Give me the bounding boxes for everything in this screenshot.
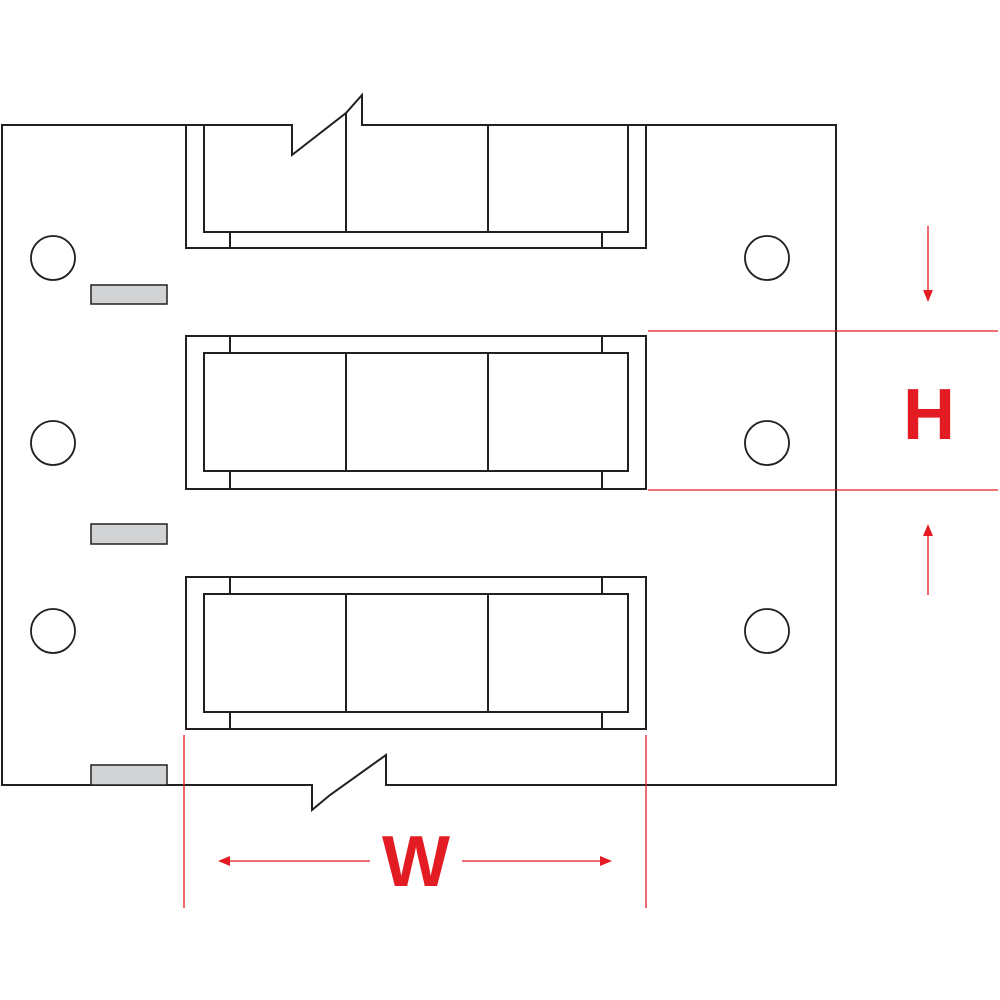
sprocket-hole-right-3 — [744, 608, 790, 654]
registration-tab-2 — [90, 523, 168, 545]
height-arrowhead-top — [923, 290, 933, 302]
sprocket-hole-left-3 — [30, 608, 76, 654]
width-dimension: W — [183, 735, 647, 908]
sprocket-hole-right-1 — [744, 235, 790, 281]
wire-marker-sleeve-top — [185, 125, 647, 249]
registration-tab-3 — [90, 764, 168, 786]
wire-marker-sleeve-bottom — [185, 576, 647, 730]
width-label: W — [382, 822, 450, 902]
registration-tab-1 — [90, 284, 168, 305]
width-arrowhead-left — [218, 856, 230, 866]
height-label: H — [903, 375, 955, 455]
carrier-liner — [1, 92, 837, 813]
sprocket-hole-left-1 — [30, 235, 76, 281]
height-arrowhead-bottom — [923, 524, 933, 536]
wire-marker-sleeve-middle — [185, 335, 647, 490]
height-dimension: H — [648, 226, 998, 595]
width-arrowhead-right — [600, 856, 612, 866]
sprocket-hole-left-2 — [30, 420, 76, 466]
sprocket-hole-right-2 — [744, 420, 790, 466]
